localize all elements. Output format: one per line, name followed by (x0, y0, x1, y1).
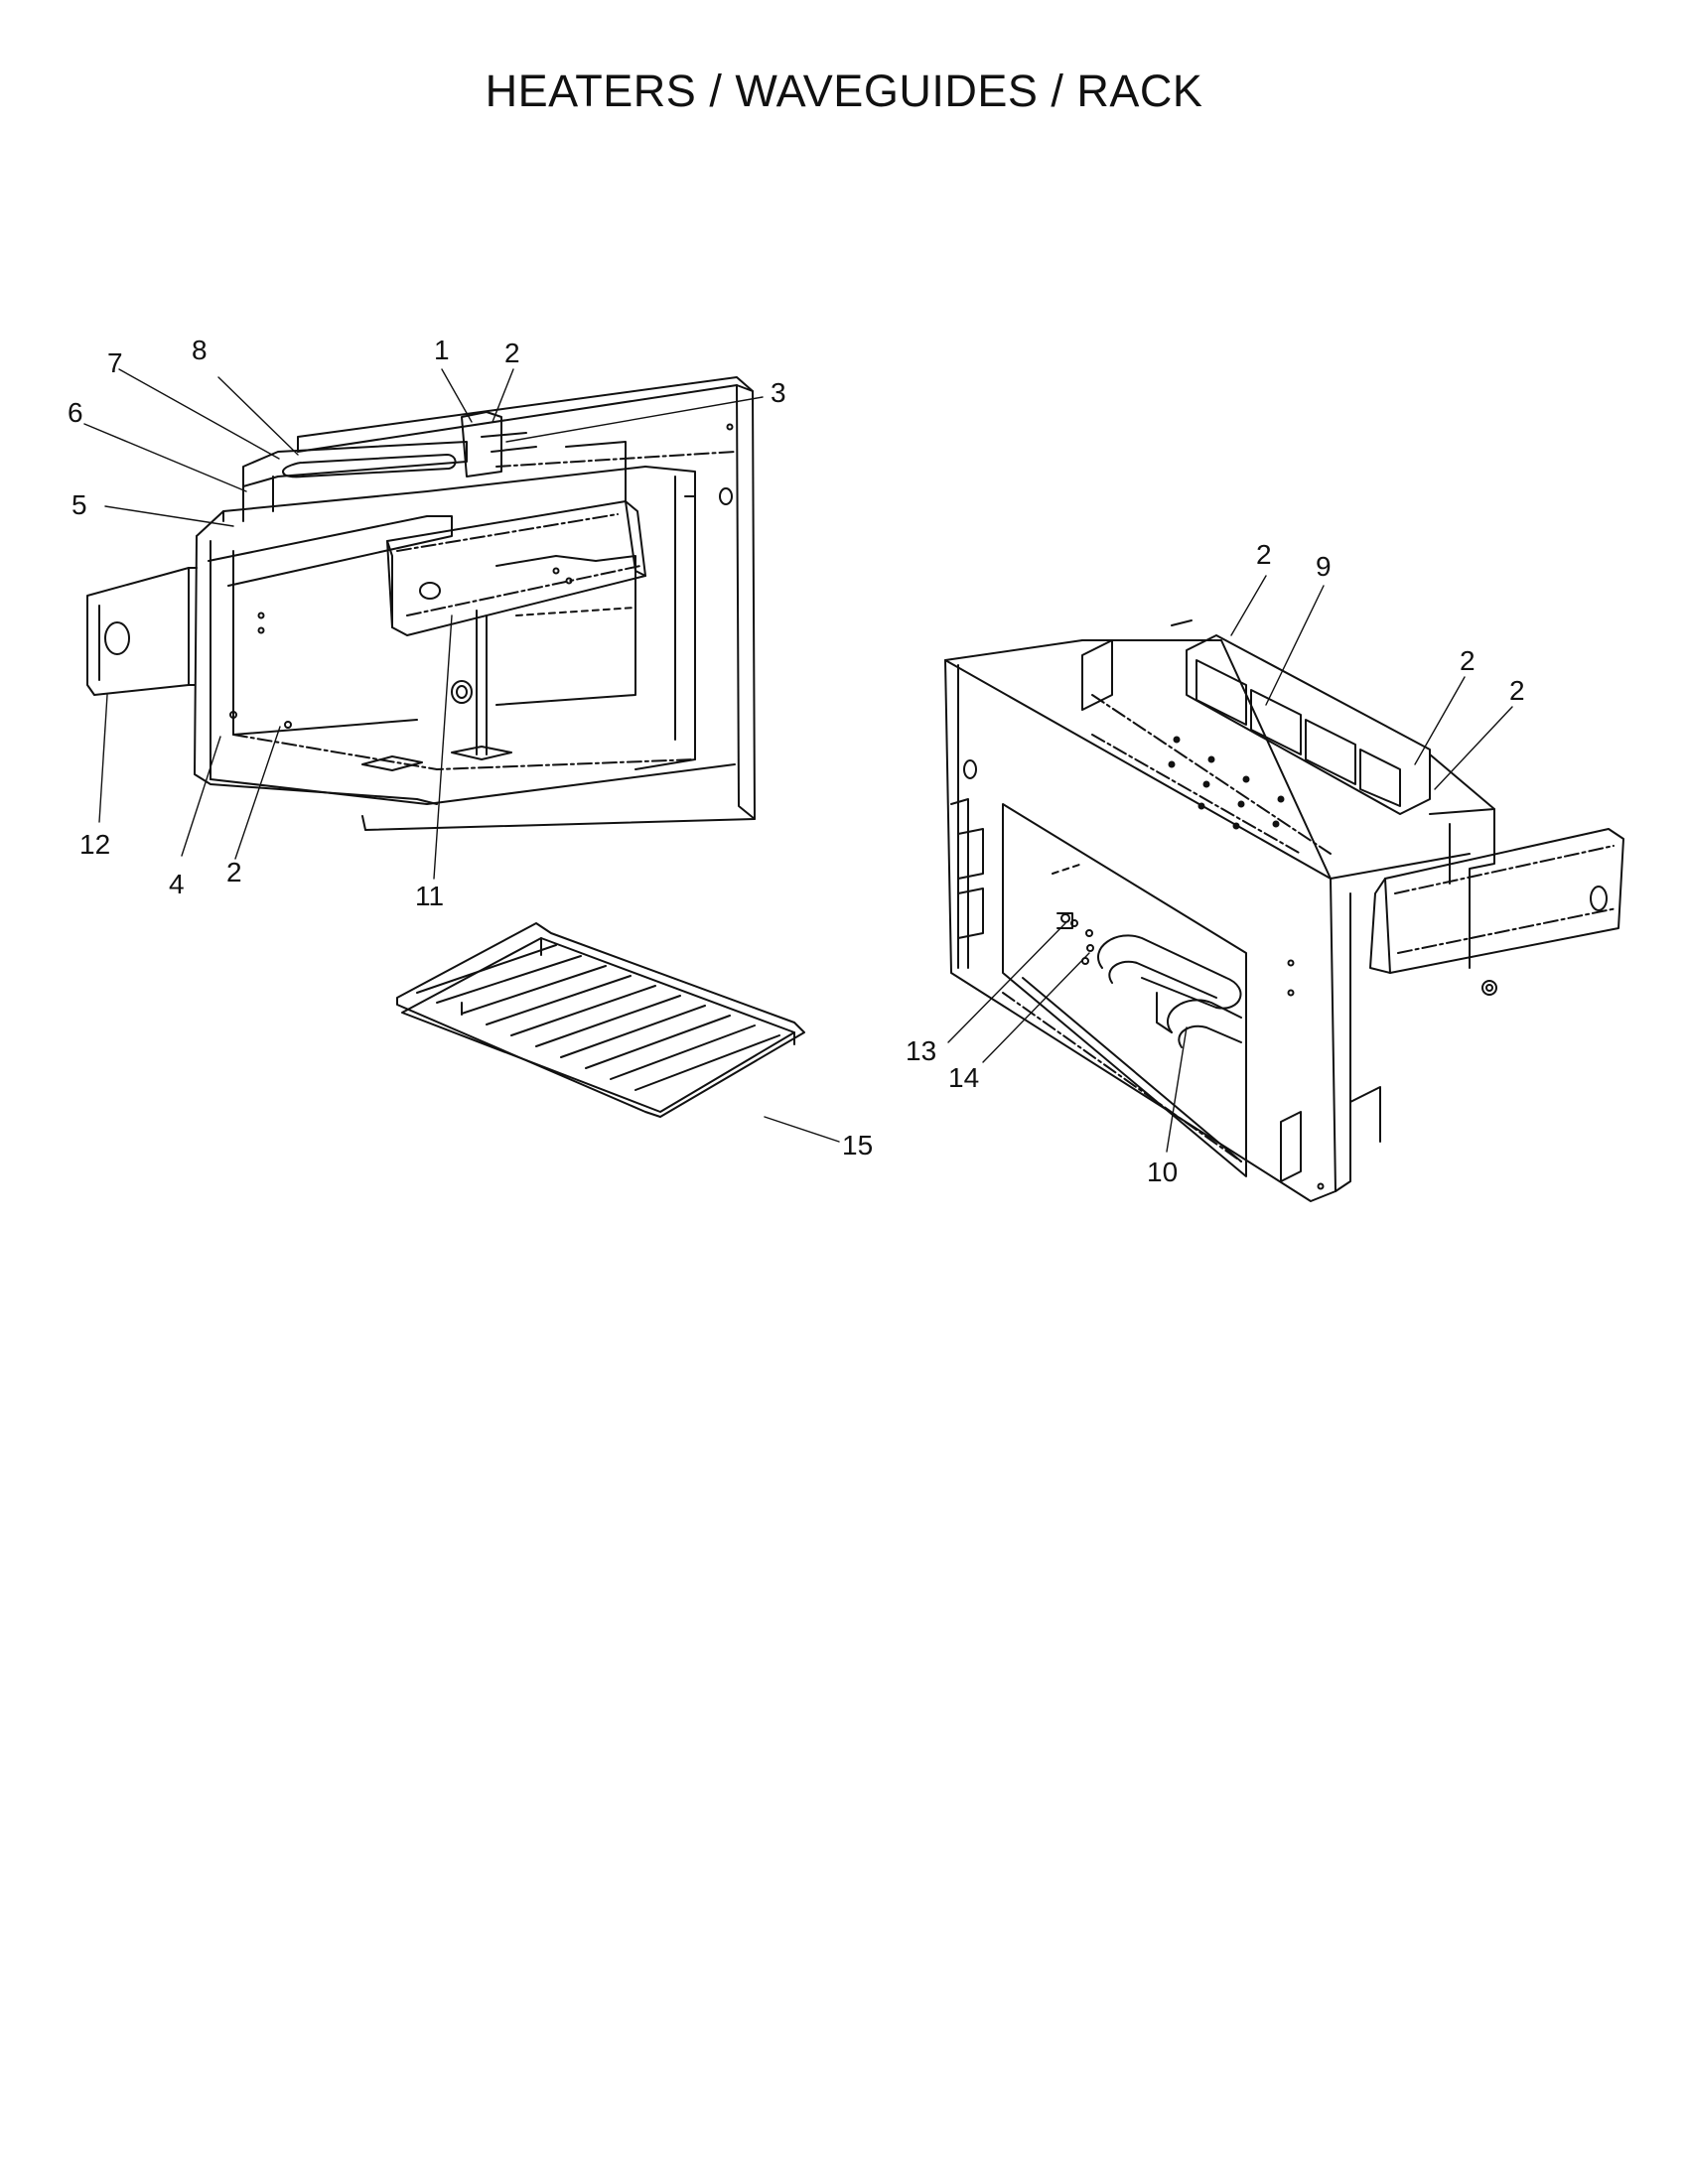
callout-10: 10 (1147, 1157, 1178, 1187)
callout-11: 11 (415, 881, 444, 911)
right-leader-lines (947, 575, 1513, 1153)
callout-9: 9 (1316, 551, 1332, 582)
callout-14: 14 (948, 1062, 979, 1093)
callout-8: 8 (192, 335, 208, 365)
oven-rack (396, 922, 805, 1118)
callout-2d: 2 (1460, 645, 1476, 676)
callout-5: 5 (71, 489, 87, 520)
callout-4: 4 (169, 869, 185, 899)
callout-15: 15 (842, 1130, 873, 1160)
callout-2b: 2 (226, 857, 242, 887)
callout-1: 1 (434, 335, 450, 365)
right-cavity-assembly (944, 619, 1624, 1202)
callout-13: 13 (906, 1035, 936, 1066)
callout-7: 7 (107, 347, 123, 378)
callout-6: 6 (68, 397, 83, 428)
left-leader-lines (83, 368, 764, 880)
callout-2a: 2 (504, 338, 520, 368)
rack-leader-line (764, 1116, 840, 1143)
callout-3: 3 (771, 377, 786, 408)
callout-2c: 2 (1256, 539, 1272, 570)
page-title: HEATERS / WAVEGUIDES / RACK (485, 66, 1203, 116)
left-cavity-assembly (86, 376, 756, 831)
callout-2e: 2 (1509, 675, 1525, 706)
callout-12: 12 (79, 829, 110, 860)
